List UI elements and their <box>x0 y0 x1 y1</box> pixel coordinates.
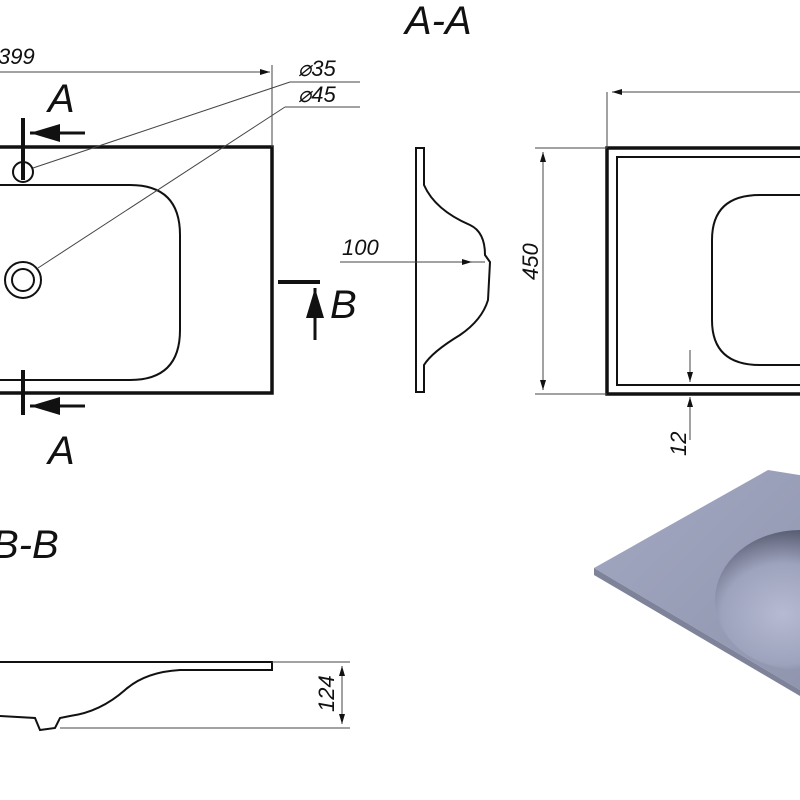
width-dim-label: 399 <box>0 44 35 69</box>
drain-outer <box>4 261 42 299</box>
height-dim-label: 124 <box>314 675 339 712</box>
cut-a-bottom-label: A <box>46 429 75 473</box>
side-view: 450 12 <box>518 89 800 456</box>
sink-outline <box>0 145 274 395</box>
section-bb-title: B-B <box>0 523 59 567</box>
drain-inner <box>11 268 35 292</box>
top-view: 399 ⌀35 ⌀45 A A B <box>0 44 360 473</box>
side-bowl <box>711 194 800 366</box>
section-bb-profile <box>0 661 273 732</box>
section-aa-profile <box>415 147 492 393</box>
rim-dim-label: 12 <box>666 432 691 456</box>
section-bb: B-B 124 <box>0 523 350 732</box>
section-aa-title: A-A <box>403 0 472 43</box>
hole-small-dim-label: ⌀35 <box>298 56 336 81</box>
cut-a-top-label: A <box>46 77 75 121</box>
bowl-depth-dim-label: 100 <box>342 235 379 260</box>
side-inner-rim <box>616 156 800 386</box>
section-aa: A-A 100 <box>340 0 492 393</box>
depth-dim-label: 450 <box>518 243 543 280</box>
side-outline <box>605 146 800 396</box>
cut-b-label: B <box>330 283 357 327</box>
hole-large-dim-label: ⌀45 <box>298 82 336 107</box>
sink-bowl-render <box>715 530 800 670</box>
sink-3d-render <box>594 470 800 696</box>
bowl-outline <box>0 184 181 381</box>
